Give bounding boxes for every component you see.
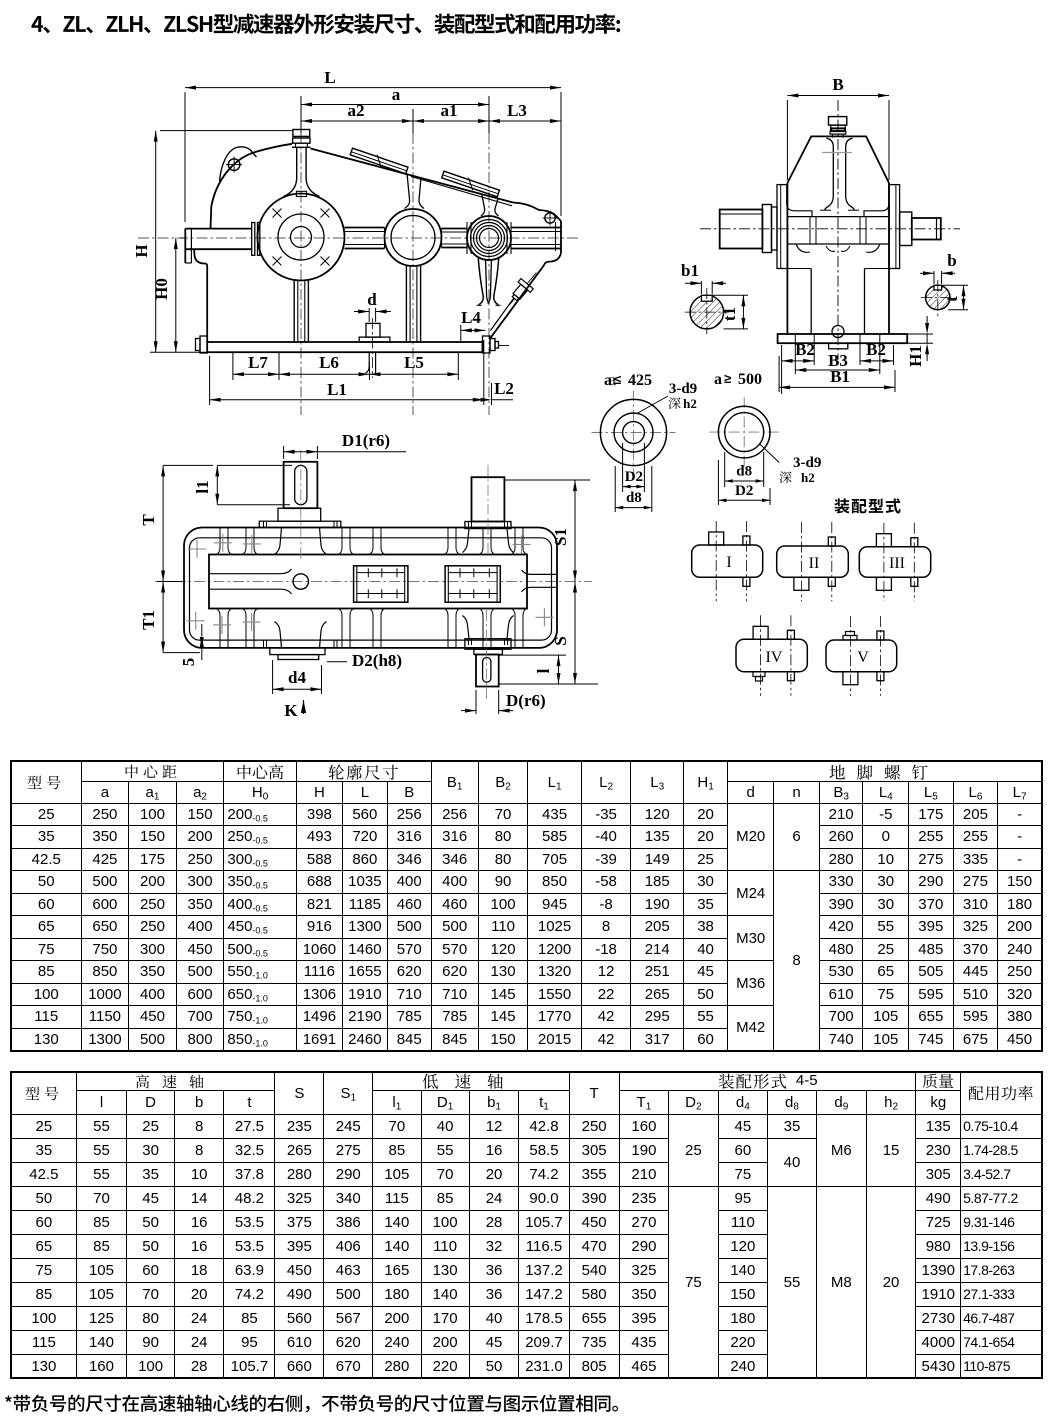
svg-text:a: a <box>604 372 612 389</box>
svg-text:D2: D2 <box>735 483 753 499</box>
svg-text:T: T <box>139 514 158 526</box>
svg-text:L: L <box>324 68 335 87</box>
svg-text:d: d <box>367 290 377 309</box>
svg-text:l: l <box>534 668 553 673</box>
svg-text:H: H <box>132 244 151 257</box>
svg-text:L7: L7 <box>248 353 268 372</box>
svg-text:a: a <box>392 85 401 104</box>
svg-text:S: S <box>551 636 570 645</box>
svg-text:≥: ≥ <box>724 371 731 386</box>
svg-text:L1: L1 <box>327 380 347 399</box>
svg-text:D2(h8): D2(h8) <box>352 651 402 670</box>
svg-text:500: 500 <box>738 371 762 388</box>
svg-text:D2: D2 <box>625 469 643 485</box>
svg-text:D(r6): D(r6) <box>506 691 546 710</box>
svg-text:a1: a1 <box>441 101 458 120</box>
svg-text:L6: L6 <box>319 353 339 372</box>
svg-text:≤: ≤ <box>614 372 621 387</box>
svg-text:L5: L5 <box>404 353 424 372</box>
svg-text:3-d9: 3-d9 <box>669 381 697 397</box>
svg-text:V: V <box>857 649 869 666</box>
svg-text:H1: H1 <box>906 345 925 367</box>
svg-text:B1: B1 <box>830 367 850 386</box>
svg-text:425: 425 <box>628 372 652 389</box>
svg-text:b1: b1 <box>681 261 699 280</box>
svg-text:II: II <box>809 555 820 572</box>
svg-text:5: 5 <box>179 658 198 667</box>
svg-text:d4: d4 <box>288 668 306 687</box>
svg-text:K: K <box>284 701 298 720</box>
svg-text:d8: d8 <box>626 490 642 506</box>
svg-text:t: t <box>942 296 961 302</box>
svg-text:d8: d8 <box>736 464 752 480</box>
svg-text:H0: H0 <box>152 278 171 300</box>
svg-text:l1: l1 <box>193 480 212 493</box>
svg-text:b: b <box>947 251 956 270</box>
svg-text:L2: L2 <box>494 379 514 398</box>
svg-text:B: B <box>832 75 843 94</box>
svg-text:h2: h2 <box>683 396 697 411</box>
svg-text:a: a <box>714 371 722 388</box>
svg-text:L4: L4 <box>461 308 481 327</box>
svg-text:a2: a2 <box>348 101 365 120</box>
svg-text:3-d9: 3-d9 <box>793 455 821 471</box>
svg-text:B2: B2 <box>795 340 815 359</box>
svg-text:h2: h2 <box>801 470 815 485</box>
svg-text:I: I <box>726 554 731 571</box>
svg-text:B3: B3 <box>828 351 848 370</box>
svg-text:t1: t1 <box>720 307 739 321</box>
svg-text:III: III <box>889 555 905 572</box>
svg-text:B2: B2 <box>866 340 886 359</box>
svg-text:T1: T1 <box>139 610 158 630</box>
svg-text:D1(r6): D1(r6) <box>342 431 390 450</box>
svg-text:S1: S1 <box>551 528 570 546</box>
svg-text:IV: IV <box>766 649 783 666</box>
svg-text:L3: L3 <box>507 101 527 120</box>
